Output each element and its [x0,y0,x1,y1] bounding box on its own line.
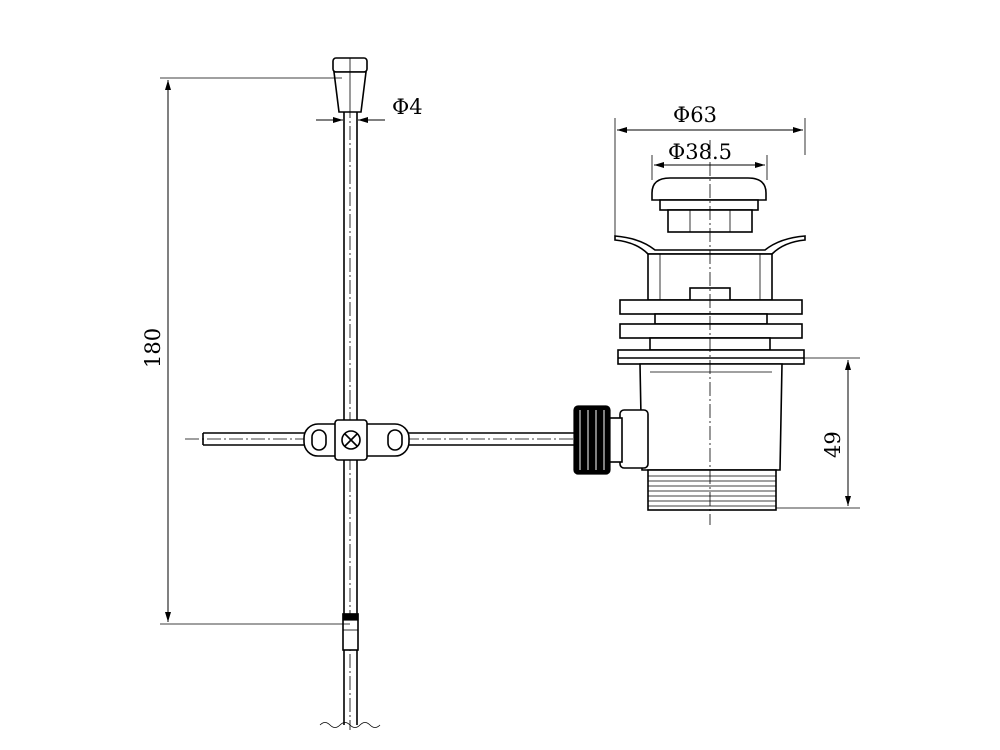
clevis-clamp [303,419,410,461]
rod-knob [332,57,368,113]
dim-rod-length: 180 [141,77,350,625]
dim-body-height: 49 [776,357,860,509]
dim-rod-diameter: Φ4 [316,95,423,123]
dim-rod-diameter-label: Φ4 [392,95,423,119]
rod-coupling [342,613,359,651]
dim-body-height-label: 49 [821,431,845,458]
dim-flange-diameter-label: Φ63 [673,103,717,127]
dim-plug-diameter-label: Φ38.5 [668,140,732,164]
dim-rod-length-label: 180 [141,328,165,368]
dim-flange-diameter: Φ63 [614,103,806,236]
waste-body [573,140,806,525]
dim-plug-diameter: Φ38.5 [651,140,768,180]
